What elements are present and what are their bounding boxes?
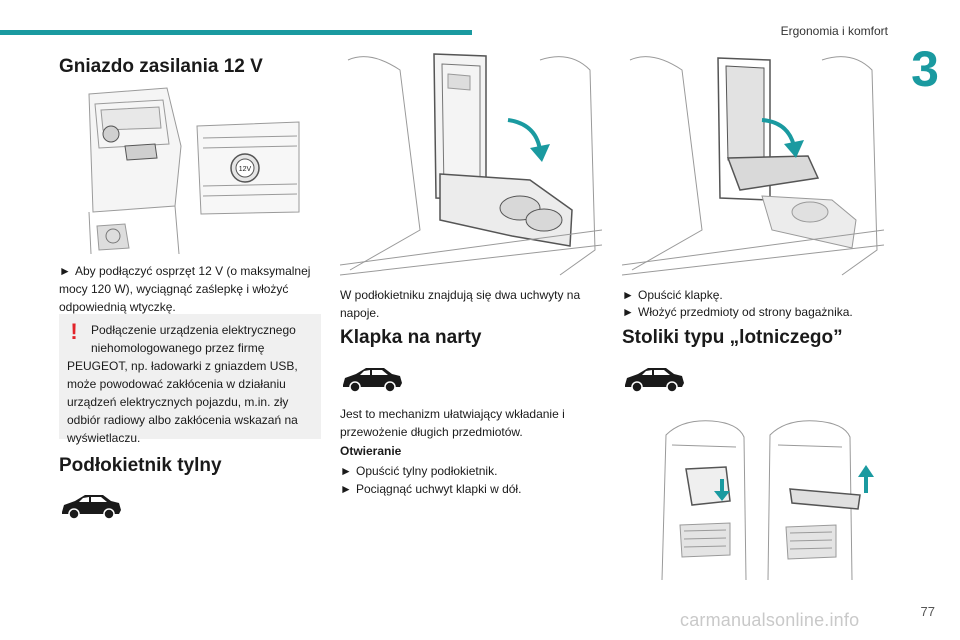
car-suv-icon [62,495,121,520]
ski-flap-description: Jest to mechanizm ułatwiający wkładanie … [340,407,565,439]
socket-label: 12V [239,166,252,173]
socket-instruction: ►Aby podłączyć osprzęt 12 V (o maksymaln… [59,264,311,314]
opening-step-1: ►Opuścić tylny podłokietnik. [340,464,498,478]
section-title: Ergonomia i komfort [780,24,888,38]
warning-line-1: Podłączenie urządzenia elektrycznego [91,323,296,337]
aircraft-table-illustration [661,420,874,581]
watermark: carmanualsonline.info [680,610,860,630]
warning-line-2: niehomologowanego przez firmę [91,341,265,355]
heading-rear-armrest: Podłokietnik tylny [59,455,222,476]
warning-box: ! Podłączenie urządzenia elektrycznego n… [59,314,321,445]
armrest-caption: W podłokietniku znajdują się dwa uchwyty… [340,288,581,320]
ski-flap-illustration [622,56,884,276]
heading-ski-flap: Klapka na narty [340,327,482,348]
warning-rest: PEUGEOT, np. ładowarki z gniazdem USB, m… [67,359,298,445]
bullet-glyph: ► [59,264,71,278]
header-accent-bar [0,30,472,35]
flap-step-1: ►Opuścić klapkę. [622,288,723,302]
car-suv-icon [343,368,402,393]
chapter-number: 3 [911,41,939,97]
armrest-illustration [340,53,602,276]
car-suv-icon [625,368,684,393]
socket-illustration: 12V [88,87,300,255]
page-number: 77 [920,604,935,619]
heading-aircraft-tables: Stoliki typu „lotniczego” [622,327,843,348]
opening-subheading: Otwieranie [340,444,402,458]
exclamation-icon: ! [70,319,78,344]
opening-step-2: ►Pociągnąć uchwyt klapki w dół. [340,482,522,496]
flap-step-2: ►Włożyć przedmioty od strony bagażnika. [622,305,853,319]
heading-12v-socket: Gniazdo zasilania 12 V [59,56,263,77]
